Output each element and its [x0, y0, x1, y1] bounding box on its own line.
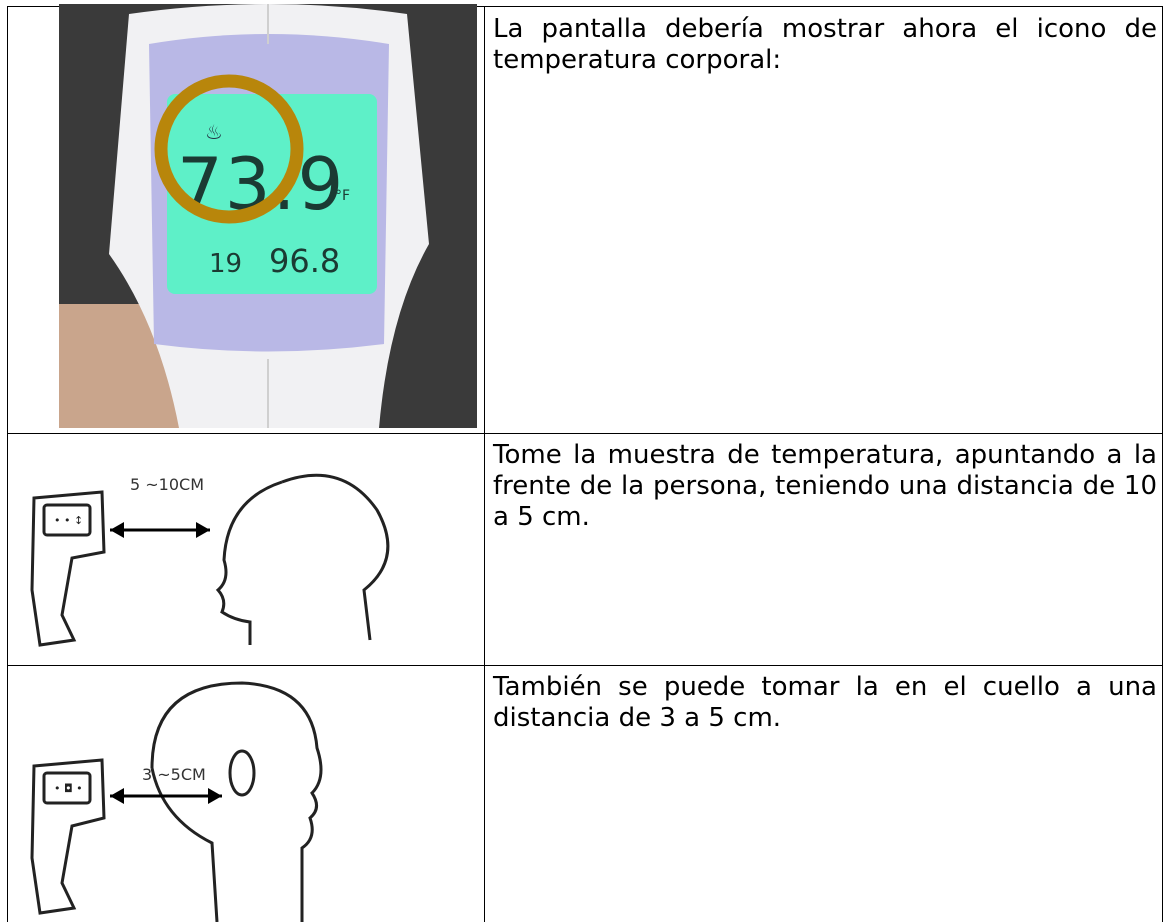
row-1-instruction: La pantalla debería mostrar ahora el ico…	[493, 14, 1157, 75]
memory-reading: 96.8	[269, 242, 340, 280]
row-3-instruction: También se puede tomar la en el cuello a…	[493, 672, 1157, 733]
button-icons: • ◘ •	[54, 782, 83, 795]
distance-label: 5 ~10CM	[130, 475, 204, 494]
highlight-circle	[154, 74, 304, 224]
unit-label: °F	[335, 188, 350, 204]
thermometer-photo: ♨ 73.9 °F 19 96.8	[59, 4, 477, 428]
table-border-right	[1162, 6, 1163, 922]
memory-index: 19	[209, 249, 242, 279]
row-divider-2	[7, 665, 1163, 666]
button-icons: • • ↕	[54, 514, 83, 527]
svg-text:♨: ♨	[205, 120, 223, 144]
table-border-left	[7, 6, 8, 922]
forehead-distance-diagram: • • ↕ 5 ~10CM	[12, 440, 477, 662]
row-2-instruction: Tome la muestra de temperatura, apuntand…	[493, 440, 1157, 532]
distance-label: 3 ~5CM	[142, 765, 206, 784]
neck-distance-diagram: • ◘ • 3 ~5CM	[12, 668, 477, 922]
column-divider	[484, 6, 485, 922]
table-border-top	[7, 6, 1163, 7]
row-divider-1	[7, 433, 1163, 434]
